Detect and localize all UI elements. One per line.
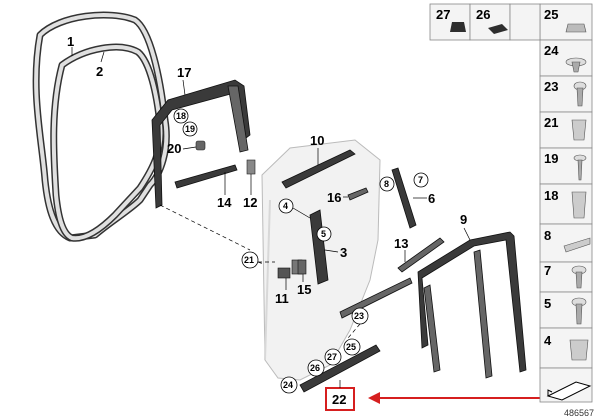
- callout-14: 14: [217, 195, 232, 210]
- hinge-15: [297, 259, 307, 275]
- diagram-id: 486567: [563, 408, 594, 418]
- callout-17: 17: [177, 65, 191, 80]
- panel-label-25: 25: [544, 7, 558, 22]
- callout-13: 13: [394, 236, 408, 251]
- panel-label-19: 19: [544, 151, 558, 166]
- callout-16: 16: [327, 190, 341, 205]
- window-trim-10: [281, 149, 356, 189]
- panel-label-23: 23: [544, 79, 558, 94]
- clip-25-icon: [565, 23, 587, 33]
- panel-label-7: 7: [544, 263, 551, 278]
- callout-20: 20: [167, 141, 181, 156]
- panel-label-26: 26: [476, 7, 490, 22]
- panel-label-27: 27: [436, 7, 450, 22]
- door-seal-outer: [32, 11, 170, 242]
- panel-label-24: 24: [544, 43, 559, 58]
- callout-4-door: 4: [283, 201, 288, 211]
- strip-6: [391, 167, 417, 229]
- clip-18-icon: [571, 191, 587, 219]
- callout-1: 1: [67, 34, 74, 49]
- trim-strip-14: [174, 164, 238, 189]
- callout-8-door: 8: [384, 179, 389, 189]
- callout-11: 11: [275, 291, 289, 306]
- clip-20: [195, 140, 206, 151]
- callout-27-door: 27: [327, 352, 337, 362]
- panel-label-18: 18: [544, 188, 558, 203]
- callout-18: 18: [176, 111, 186, 121]
- pillar-trim-3: [309, 209, 329, 285]
- grommet-27-icon: [450, 22, 466, 32]
- callout-12: 12: [243, 195, 257, 210]
- clip-21-icon: [571, 119, 587, 141]
- callout-15: 15: [297, 282, 311, 297]
- profile-strip-icon: [546, 381, 592, 401]
- clip-8-icon: [563, 237, 591, 253]
- part-index-panel: [429, 3, 593, 403]
- door-seal-inner: [50, 43, 164, 242]
- callout-25-door: 25: [346, 342, 356, 352]
- callout-21-left: 21: [244, 255, 254, 265]
- callout-22: 22: [332, 392, 346, 407]
- window-frame-9: [417, 231, 527, 379]
- panel-label-8: 8: [544, 228, 551, 243]
- strip-13: [397, 237, 445, 273]
- clip-4-icon: [569, 339, 589, 361]
- callout-5-door: 5: [321, 229, 326, 239]
- callout-3: 3: [340, 245, 347, 260]
- callout-6: 6: [428, 191, 435, 206]
- arrow-head: [368, 392, 380, 404]
- callout-24-door: 24: [283, 380, 293, 390]
- strip-16: [347, 187, 369, 201]
- hinge-11: [277, 267, 291, 279]
- callout-2: 2: [96, 64, 103, 79]
- callout-19: 19: [185, 124, 195, 134]
- clip-12: [246, 159, 256, 175]
- callout-9: 9: [460, 212, 467, 227]
- callout-10: 10: [310, 133, 324, 148]
- panel-label-21: 21: [544, 115, 558, 130]
- callout-26-door: 26: [310, 363, 320, 373]
- pad-26-icon: [488, 24, 508, 34]
- callout-23-door: 23: [354, 311, 364, 321]
- sill-trim-22: [299, 344, 381, 393]
- callout-7-door: 7: [418, 175, 423, 185]
- panel-label-5: 5: [544, 296, 551, 311]
- panel-label-4: 4: [544, 333, 552, 348]
